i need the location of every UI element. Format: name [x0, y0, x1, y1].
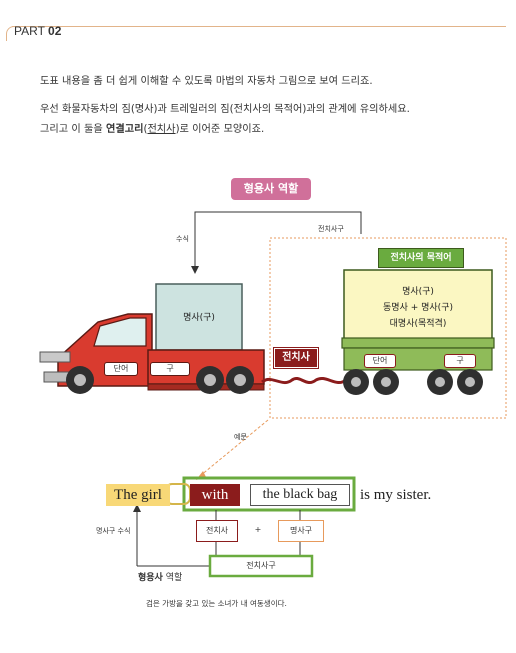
intro-line-3-post: )로 이어준 모양이죠. [175, 124, 265, 135]
modifier-arrowhead [191, 266, 199, 274]
intro-line-3-pre: 그리고 이 둘을 [40, 124, 106, 135]
noun-phrase-modifier-label: 명사구 수식 [96, 527, 131, 535]
intro-underlined-prep: 전치사 [147, 124, 176, 135]
example-rest: is my sister. [360, 487, 432, 503]
modifier-label: 수식 [176, 235, 189, 243]
trailer-phrase-tag: 구 [444, 354, 476, 368]
example-connectors [136, 508, 301, 567]
tow-chain [261, 377, 347, 385]
trailer-cargo-item: 명사(구) [402, 287, 434, 297]
part-number: 02 [48, 24, 62, 38]
adjective-role-rest: 역할 [162, 573, 183, 583]
trailer-wheels [343, 369, 483, 395]
prep-phrase-box: 전치사구 [246, 561, 276, 570]
example-object: the black bag [250, 484, 350, 506]
example-dashed-arrow [199, 419, 269, 477]
intro-line-3-mid: ( [143, 124, 148, 135]
truck-cargo-label: 명사(구) [183, 313, 215, 323]
prep-phrase-frame [182, 476, 356, 512]
plus-sign: + [254, 525, 262, 534]
translation: 검은 가방을 갖고 있는 소녀가 내 여동생이다. [146, 599, 287, 608]
example-label: 예문 [234, 433, 247, 441]
modifier-arrow [194, 211, 362, 272]
truck-wheels [66, 366, 254, 394]
prep-box: 전치사 [196, 520, 238, 542]
prep-tag: 전치사 [273, 347, 319, 369]
header-rule [12, 26, 506, 27]
adjective-role-bold: 형용사 [138, 573, 163, 583]
truck-cargo-box [155, 283, 243, 351]
intro-line-3: 그리고 이 둘을 연결고리(전치사)로 이어준 모양이죠. [40, 120, 264, 135]
prep-phrase-box-border [208, 554, 314, 578]
truck-word-tag: 단어 [104, 362, 138, 376]
trailer-word-tag: 단어 [364, 354, 396, 368]
adjective-role-pill: 형용사 역할 [231, 178, 311, 200]
intro-line-2: 우선 화물자동차의 짐(명사)과 트레일러의 짐(전치사의 목적어)과의 관계에… [40, 104, 410, 115]
truck-phrase-tag: 구 [150, 362, 190, 376]
modifier-up-arrowhead [133, 504, 141, 512]
adjective-role-caption: 형용사 역할 [138, 570, 182, 583]
noun-phrase-box: 명사구 [278, 520, 324, 542]
trailer-cargo-item: 대명사(목적격) [389, 319, 447, 329]
example-subject: The girl [106, 484, 170, 506]
trailer-title-badge: 전치사의 목적어 [378, 248, 464, 268]
trailer-cargo-item: 동명사 + 명사(구) [383, 303, 453, 313]
intro-bold-link: 연결고리 [105, 124, 144, 135]
example-prep: with [190, 484, 240, 506]
part-heading: PART 02 [14, 24, 61, 38]
header-corner-line [6, 26, 15, 41]
part-label: PART [14, 24, 45, 38]
trailer-cargo-list: 명사(구) 동명사 + 명사(구) 대명사(목적격) [344, 284, 492, 332]
prep-phrase-label: 전치사구 [318, 225, 344, 233]
intro-line-1: 도표 내용을 좀 더 쉽게 이해할 수 있도록 마법의 자동차 그림으로 보여 … [40, 76, 373, 87]
